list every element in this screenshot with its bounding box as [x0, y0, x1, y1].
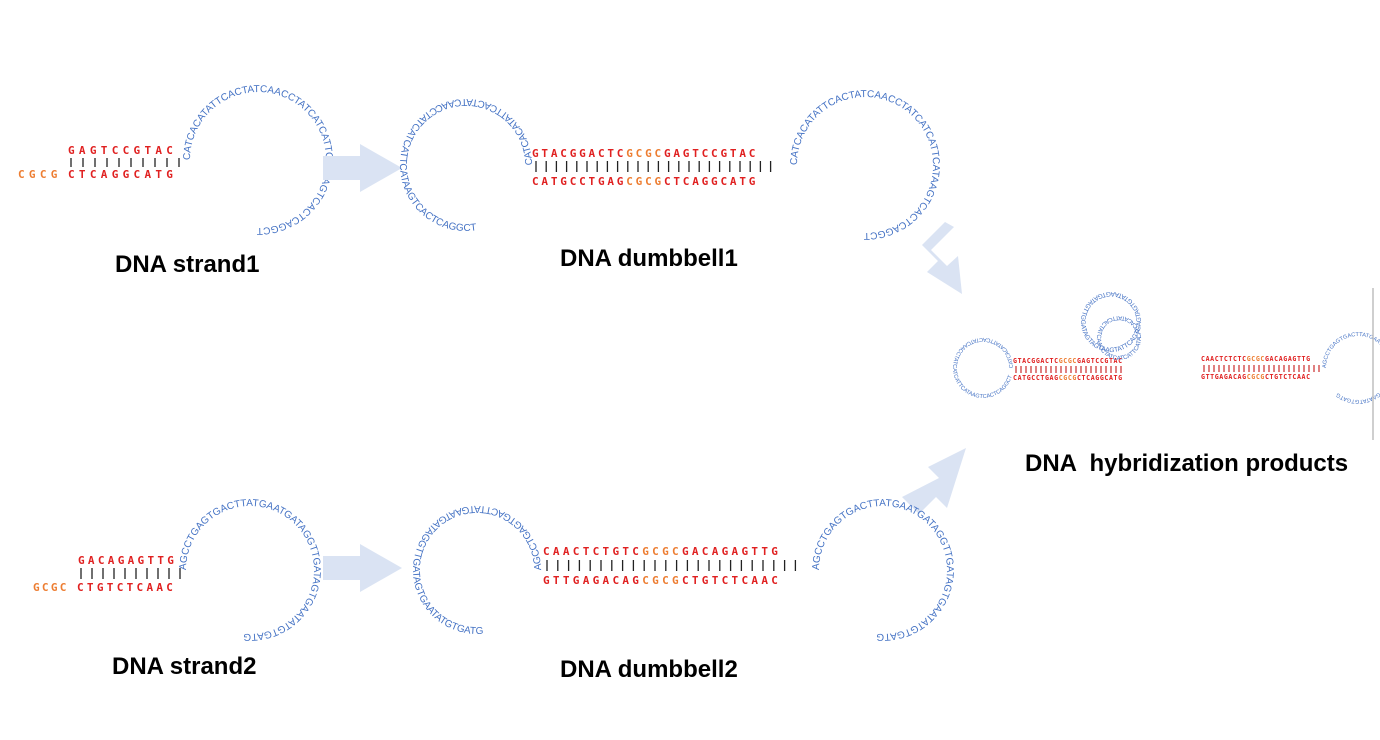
hybrid-stem2-bottom: GTTGAGACAGCGCGCTGTCTCAAC [1201, 373, 1311, 381]
dna-dumbbell2: CAACTCTGTCGCGCGACAGAGTTG GTTGAGACAGCGCGC… [410, 498, 955, 683]
hybrid-right-loop: AGCCTGAGTGACTTATGAATGATAGGTTGATAGTGAATAT… [1322, 332, 1380, 404]
arrow-up-right-icon [902, 448, 966, 514]
dumbbell2-left-loop: AGCCTGAGTGACTTATGAATGATAGGTTGATAGTGAATAT… [410, 503, 544, 637]
label-hybrid: DNA hybridization products [1025, 450, 1348, 477]
dumbbell1-right-loop: CATCACATATTCACTATCAACCTATCATCATTCATAAGTC… [789, 89, 941, 241]
hybrid-stem2-top: CAACTCTCTCGCGCGACAGAGTTG [1201, 355, 1311, 363]
dna-hybridization-product: CATCACATATTCACTATCAACCTATCATCATTCATAAGTC… [0, 0, 1380, 477]
arrow-right-icon [323, 144, 402, 192]
dumbbell2-bottom-sequence: GTTGAGACAGCGCGCTGTCTCAAC [543, 574, 781, 587]
dumbbell1-base-pairs [535, 161, 772, 172]
dumbbell2-top-sequence: CAACTCTGTCGCGCGACAGAGTTG [543, 545, 781, 558]
dumbbell1-left-loop: CATCACATATTCACTATCAACCTATCATCATTCATAAGTC… [397, 96, 535, 234]
hybrid-stem1-base-pairs [1015, 366, 1122, 373]
strand2-base-pairs [80, 568, 181, 579]
hybrid-left-loop: CATCACATATTCACTATCAACCTATCATCATTCATAAGTC… [951, 336, 1015, 400]
label-strand2: DNA strand2 [112, 653, 256, 680]
dumbbell2-right-loop: AGCCTGAGTGACTTATGAATGATAGGTTGATAGTGAATAT… [811, 498, 955, 642]
label-dumbbell1: DNA dumbbell1 [560, 245, 738, 272]
dumbbell2-base-pairs [546, 560, 797, 571]
strand2-gc-overhang: GCGC [33, 581, 69, 594]
dna-strand1: GAGTCCGTAC CGCG CTCAGGCATG CATCACATATTCA… [18, 84, 334, 278]
arrow-right-icon [323, 544, 402, 592]
dumbbell1-bottom-sequence: CATGCCTGAGCGCGCTCAGGCATG [532, 175, 758, 188]
strand2-top-sequence: GACAGAGTTG [78, 554, 177, 567]
strand1-top-sequence: GAGTCCGTAC [68, 144, 177, 157]
arrow-down-right-icon [922, 222, 962, 294]
dna-strand2: GACAGAGTTG GCGC CTGTCTCAAC AGCCTGAGTGACT… [33, 498, 322, 680]
dumbbell1-top-sequence: GTACGGACTCGCGCGAGTCCGTAC [532, 147, 758, 160]
strand2-bottom-sequence: CTGTCTCAAC [77, 581, 176, 594]
strand1-bottom-sequence: CTCAGGCATG [68, 168, 177, 181]
dna-dumbbell1: GTACGGACTCGCGCGAGTCCGTAC CATGCCTGAGCGCGC… [397, 89, 941, 272]
label-strand1: DNA strand1 [115, 251, 259, 278]
hybrid-stem1-bottom: CATGCCTGAGCGCGCTCAGGCATG [1013, 374, 1123, 382]
strand1-base-pairs [70, 158, 180, 167]
strand1-gc-overhang: CGCG [18, 168, 62, 181]
label-dumbbell2: DNA dumbbell2 [560, 656, 738, 683]
hybrid-stem2-base-pairs [1203, 365, 1320, 372]
strand1-loop: CATCACATATTCACTATCAACCTATCATCATTCATAAGTC… [182, 84, 334, 236]
hybrid-stem1-top: GTACGGACTCGCGCGAGTCCGTAC [1013, 357, 1123, 365]
strand2-loop: AGCCTGAGTGACTTATGAATGATAGGTTGATAGTGAATAT… [178, 498, 322, 642]
